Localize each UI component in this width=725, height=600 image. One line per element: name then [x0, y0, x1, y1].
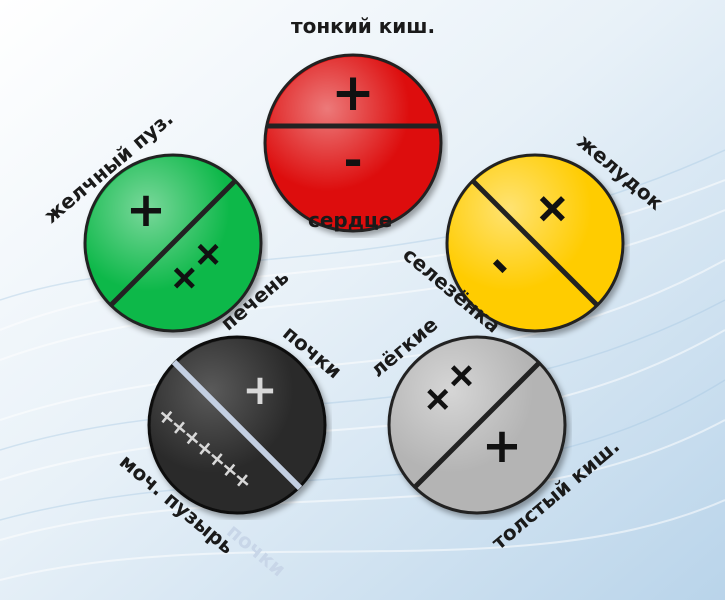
- stomach-circle: + -: [445, 153, 625, 333]
- heart-bottom-mark: -: [343, 133, 362, 187]
- kidney-divider: [171, 359, 303, 491]
- colon-bottom-mark: +: [482, 418, 522, 474]
- liver-divider: [108, 178, 238, 308]
- stomach-divider: [470, 178, 600, 308]
- label-heart: сердце: [308, 208, 393, 232]
- heart-top-mark: +: [331, 63, 375, 123]
- gall-top-mark: +: [126, 182, 166, 238]
- kidney-circle: + +++++++: [147, 335, 327, 515]
- heart-circle: + -: [263, 53, 443, 233]
- liver-circle: + ++: [83, 153, 263, 333]
- lung-divider: [412, 360, 542, 490]
- lung-circle: ++ +: [387, 335, 567, 515]
- kidney-top-mark: +: [242, 365, 277, 414]
- label-small-intestine: тонкий киш.: [291, 14, 436, 38]
